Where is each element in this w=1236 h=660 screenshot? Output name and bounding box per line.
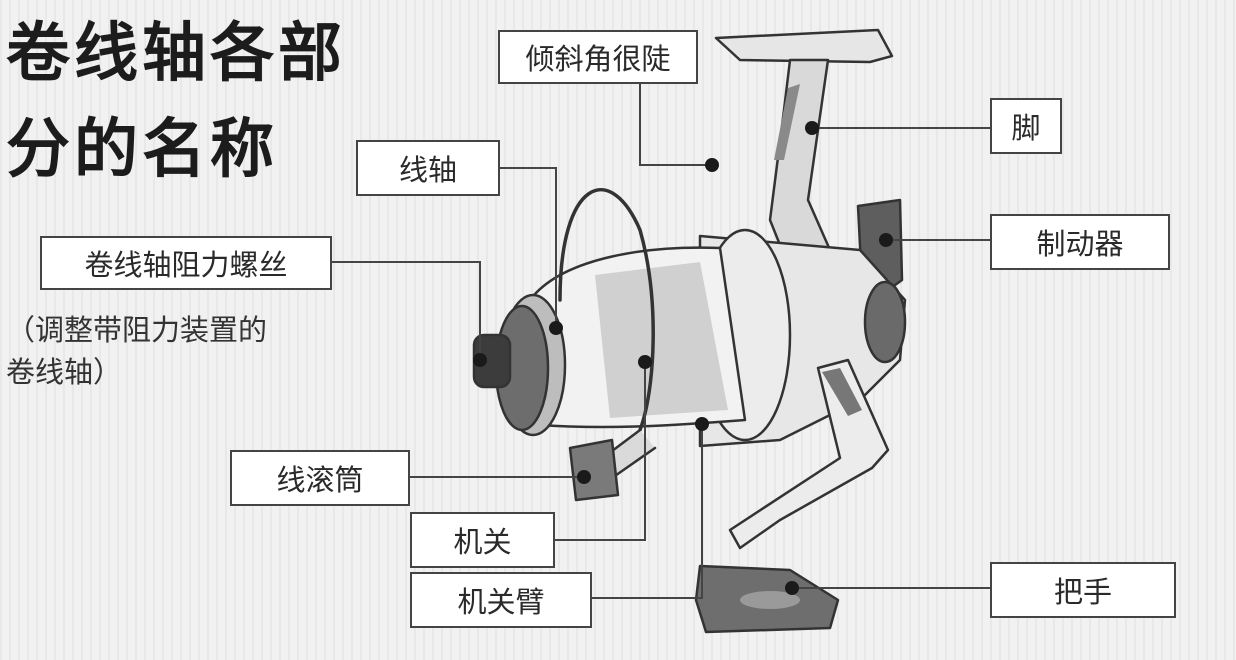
marker-bail xyxy=(638,355,652,369)
marker-line-roller xyxy=(577,470,591,484)
marker-steep-angle xyxy=(705,158,719,172)
diagram-title-line-1: 卷线轴各部 xyxy=(6,17,346,91)
label-brake: 制动器 xyxy=(990,214,1170,270)
marker-brake xyxy=(879,233,893,247)
leader-bail-arm xyxy=(592,424,703,599)
line-roller xyxy=(568,438,620,502)
bail-wire xyxy=(558,188,655,432)
note-line-1: （调整带阻力装置的 xyxy=(6,313,268,347)
marker-foot xyxy=(805,121,819,135)
label-bail-arm: 机关臂 xyxy=(410,572,592,628)
marker-bail-arm xyxy=(695,417,709,431)
reel-foot xyxy=(714,28,894,64)
label-spool: 线轴 xyxy=(356,140,500,196)
leader-steep-angle xyxy=(639,82,712,166)
label-foot: 脚 xyxy=(990,98,1062,154)
label-bail: 机关 xyxy=(410,512,555,568)
reel-stem xyxy=(768,58,832,272)
label-handle: 把手 xyxy=(990,562,1176,618)
note-line-2: 卷线轴） xyxy=(6,355,123,389)
marker-handle xyxy=(785,581,799,595)
label-line-roller: 线滚筒 xyxy=(230,450,410,506)
marker-spool xyxy=(549,321,563,335)
leader-drag-screw xyxy=(332,261,481,360)
leader-bail xyxy=(555,362,646,541)
diagram-title-line-2: 分的名称 xyxy=(6,113,278,187)
marker-drag-screw xyxy=(473,353,487,367)
label-drag-screw: 卷线轴阻力螺丝 xyxy=(40,236,332,290)
leader-spool xyxy=(500,167,557,328)
label-steep-angle: 倾斜角很陡 xyxy=(498,30,698,84)
